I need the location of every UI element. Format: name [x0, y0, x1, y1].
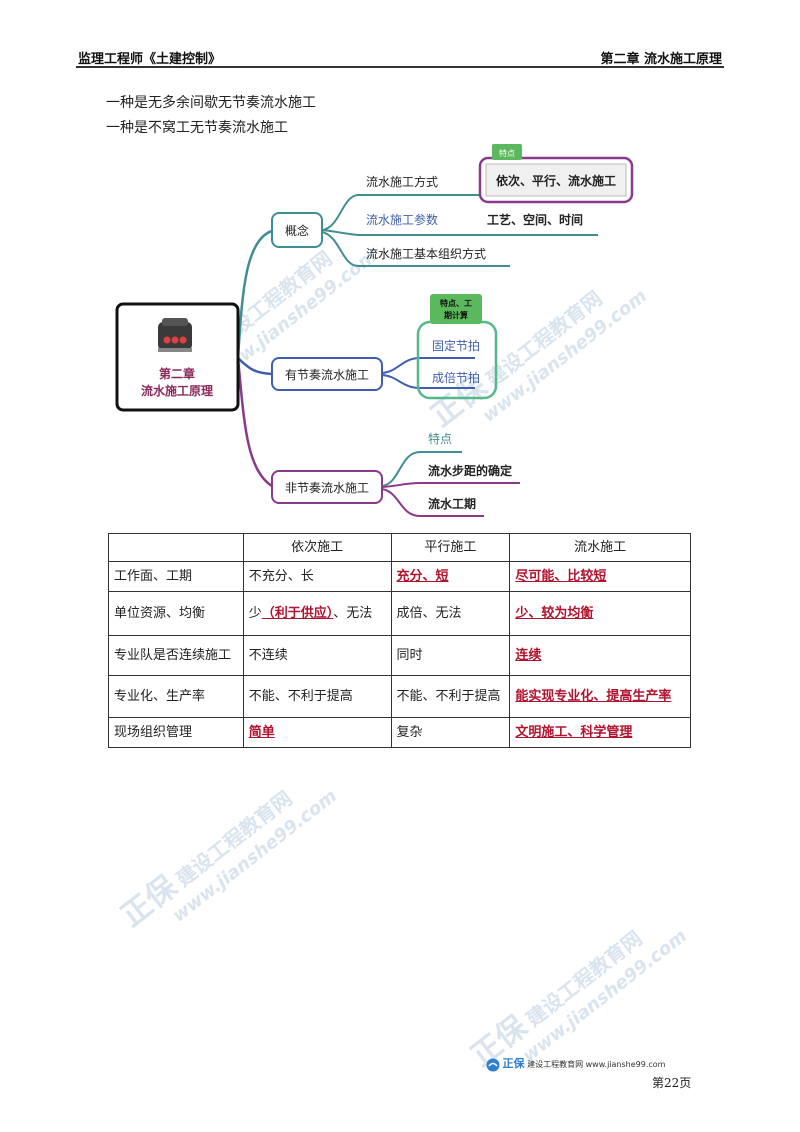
mode-note-text: 依次、平行、流水施工 — [496, 173, 616, 188]
table-row: 专业化、生产率 不能、不利于提高 不能、不利于提高 能实现专业化、提高生产率 — [108, 675, 691, 718]
row-label: 专业化、生产率 — [108, 675, 244, 718]
rhythmic-tag — [430, 294, 482, 324]
concept-item: 流水施工参数 — [366, 212, 438, 227]
mindmap-link — [321, 231, 510, 267]
table-row: 单位资源、均衡 少（利于供应）、无法 成倍、无法 少、较为均衡 — [108, 591, 691, 636]
rhythmic-tag-text: 特点、工 — [440, 298, 472, 308]
cell-sequential: 不连续 — [242, 635, 392, 676]
table-row: 现场组织管理 简单 复杂 文明施工、科学管理 — [108, 717, 691, 748]
concept-item: 流水施工基本组织方式 — [366, 246, 486, 261]
cell-sequential: 少（利于供应）、无法 — [242, 591, 392, 636]
table-row: 专业队是否连续施工 不连续 同时 连续 — [108, 635, 691, 676]
rhythmic-item: 成倍节拍 — [432, 370, 480, 385]
root-title: 第二章 — [159, 366, 195, 381]
rhythmic-tag-text: 期计算 — [444, 310, 468, 320]
cell-flow: 能实现专业化、提高生产率 — [509, 675, 691, 718]
header-right: 第二章 流水施工原理 — [600, 52, 722, 67]
mindmap-link — [381, 451, 462, 487]
cell-sequential: 不能、不利于提高 — [242, 675, 392, 718]
table-header-cell: 依次施工 — [242, 533, 392, 562]
rhythmic-label: 有节奏流水施工 — [285, 368, 369, 382]
mindmap-link — [237, 357, 273, 376]
cell-parallel: 复杂 — [390, 717, 511, 748]
mode-note-tag — [492, 144, 522, 160]
watermark: 正保 建设工程教育网 www.jianshe99.com — [114, 785, 341, 934]
nonrhythmic-label: 非节奏流水施工 — [285, 481, 369, 495]
cell-flow: 尽可能、比较短 — [509, 561, 691, 592]
mindmap-link — [236, 357, 273, 488]
intro-line: 一种是无多余间歇无节奏流水施工 — [106, 95, 316, 111]
nonrhythmic-item: 流水步距的确定 — [428, 463, 512, 478]
mindmap: 第二章 流水施工原理 概念 流水施工方式 流水施工参数 流水施工基本组织方式 特… — [115, 144, 634, 517]
row-label: 现场组织管理 — [108, 717, 244, 748]
table-header-cell — [108, 533, 244, 562]
rhythmic-group — [416, 320, 498, 400]
intro-line: 一种是不窝工无节奏流水施工 — [106, 120, 288, 136]
nonrhythmic-item: 特点 — [428, 431, 452, 446]
comparison-table: 依次施工 平行施工 流水施工 工作面、工期 不充分、长 充分、短 尽可能、比较短… — [108, 533, 691, 748]
mindmap-link — [321, 194, 480, 231]
concept-label: 概念 — [285, 223, 309, 238]
table-header-cell: 平行施工 — [390, 533, 511, 562]
brand-logo-icon — [486, 1058, 500, 1071]
cell-flow: 少、较为均衡 — [509, 591, 691, 636]
table-header-row: 依次施工 平行施工 流水施工 — [108, 533, 691, 562]
mindmap-link — [381, 374, 475, 389]
concept-item: 流水施工方式 — [366, 174, 438, 189]
cell-sequential: 简单 — [242, 717, 392, 748]
mindmap-link — [381, 482, 520, 488]
mindmap-link — [381, 488, 484, 517]
root-node — [115, 302, 240, 412]
cell-parallel: 充分、短 — [390, 561, 511, 592]
mindmap-link — [236, 229, 273, 359]
header-left: 监理工程师《土建控制》 — [78, 52, 222, 67]
mode-note-tag-text: 特点 — [499, 148, 515, 158]
root-subtitle: 流水施工原理 — [141, 383, 213, 398]
cell-flow: 连续 — [509, 635, 691, 676]
cell-sequential: 不充分、长 — [242, 561, 392, 592]
page-number: 第22页 — [652, 1076, 692, 1090]
footer-logo: 正保 建设工程教育网 www.jianshe99.com — [486, 1055, 665, 1072]
header-rule — [76, 66, 724, 68]
cell-flow: 文明施工、科学管理 — [509, 717, 691, 748]
cell-parallel: 成倍、无法 — [390, 591, 511, 636]
rhythmic-node — [271, 357, 383, 391]
root-icon — [158, 318, 192, 352]
mindmap-link — [381, 357, 475, 374]
row-label: 单位资源、均衡 — [108, 591, 244, 636]
nonrhythmic-item: 流水工期 — [428, 496, 476, 511]
cell-parallel: 同时 — [390, 635, 511, 676]
table-header-cell: 流水施工 — [509, 533, 691, 562]
cell-parallel: 不能、不利于提高 — [390, 675, 511, 718]
rhythmic-item: 固定节拍 — [432, 338, 480, 353]
param-note-text: 工艺、空间、时间 — [487, 212, 583, 227]
table-row: 工作面、工期 不充分、长 充分、短 尽可能、比较短 — [108, 561, 691, 592]
row-label: 工作面、工期 — [108, 561, 244, 592]
mindmap-link — [321, 229, 598, 236]
row-label: 专业队是否连续施工 — [108, 635, 244, 676]
